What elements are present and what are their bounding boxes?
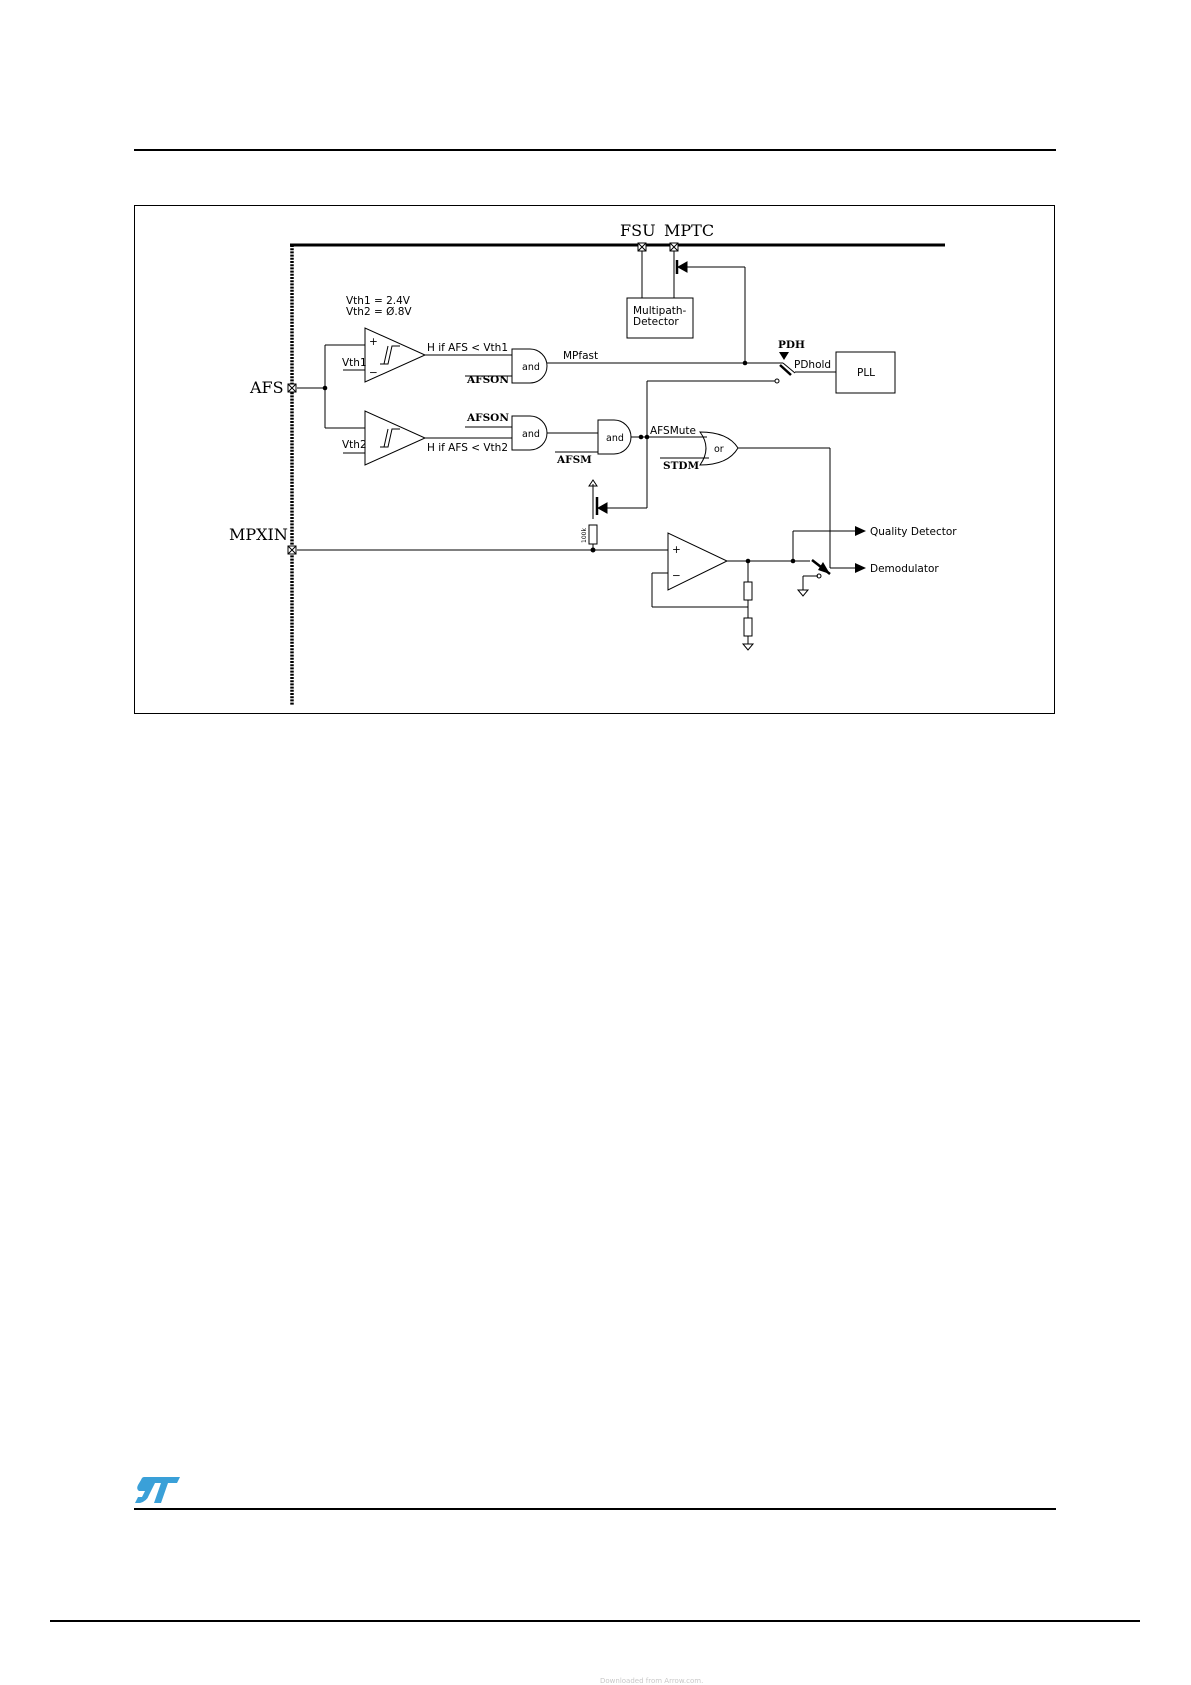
vth1-label: Vth1 bbox=[342, 357, 367, 369]
pin-label-afs: AFS bbox=[249, 378, 284, 397]
signal-mpfast: MPfast bbox=[563, 350, 598, 362]
pdh-arrow-icon bbox=[779, 352, 789, 360]
demod-arrow-icon bbox=[855, 563, 866, 573]
afs-pin-icon bbox=[288, 384, 296, 392]
signal-afsm: AFSM bbox=[556, 454, 592, 466]
bottom-rule bbox=[50, 1620, 1140, 1622]
circuit-schematic: FSU MPTC AFS MPXIN bbox=[0, 0, 1191, 760]
comparator-top-plus: + bbox=[369, 336, 378, 348]
pin-label-fsu: FSU bbox=[620, 221, 656, 240]
resistor-value: 100k bbox=[581, 528, 588, 543]
signal-afson-bottom: AFSON bbox=[466, 412, 509, 424]
vth2-equation: Vth2 = Ø.8V bbox=[346, 306, 412, 318]
signal-pdh: PDH bbox=[778, 339, 805, 351]
output-quality-detector: Quality Detector bbox=[870, 526, 957, 538]
quality-arrow-icon bbox=[855, 526, 866, 536]
signal-pdhold: PDhold bbox=[794, 359, 831, 371]
signal-afsmute: AFSMute bbox=[650, 425, 696, 437]
comparator-top-minus: − bbox=[369, 367, 378, 379]
pin-label-mpxin: MPXIN bbox=[229, 525, 288, 544]
comparator-bottom bbox=[365, 411, 425, 465]
footer-faint-text: Downloaded from Arrow.com. bbox=[600, 1677, 703, 1685]
signal-stdm: STDM bbox=[663, 460, 700, 472]
opamp-plus: + bbox=[672, 544, 681, 556]
mptc-pin-icon bbox=[670, 243, 678, 251]
and-gate-3-label: and bbox=[606, 433, 624, 444]
pin-label-mptc: MPTC bbox=[664, 221, 714, 240]
output-label-vth2: H if AFS < Vth2 bbox=[427, 442, 508, 454]
fsu-pin-icon bbox=[638, 243, 646, 251]
output-label-vth1: H if AFS < Vth1 bbox=[427, 342, 508, 354]
or-gate-label: or bbox=[714, 444, 724, 455]
and-gate-1-label: and bbox=[522, 362, 540, 373]
footer-rule bbox=[134, 1508, 1056, 1510]
opamp-minus: − bbox=[672, 570, 681, 582]
mpxin-pin-icon bbox=[288, 546, 296, 554]
multipath-label-2: Detector bbox=[633, 316, 679, 328]
and-gate-2-label: and bbox=[522, 429, 540, 440]
vth2-label: Vth2 bbox=[342, 439, 367, 451]
st-logo-icon bbox=[134, 1476, 182, 1504]
pll-label: PLL bbox=[857, 367, 875, 379]
output-demodulator: Demodulator bbox=[870, 563, 939, 575]
signal-afson-top: AFSON bbox=[466, 374, 509, 386]
